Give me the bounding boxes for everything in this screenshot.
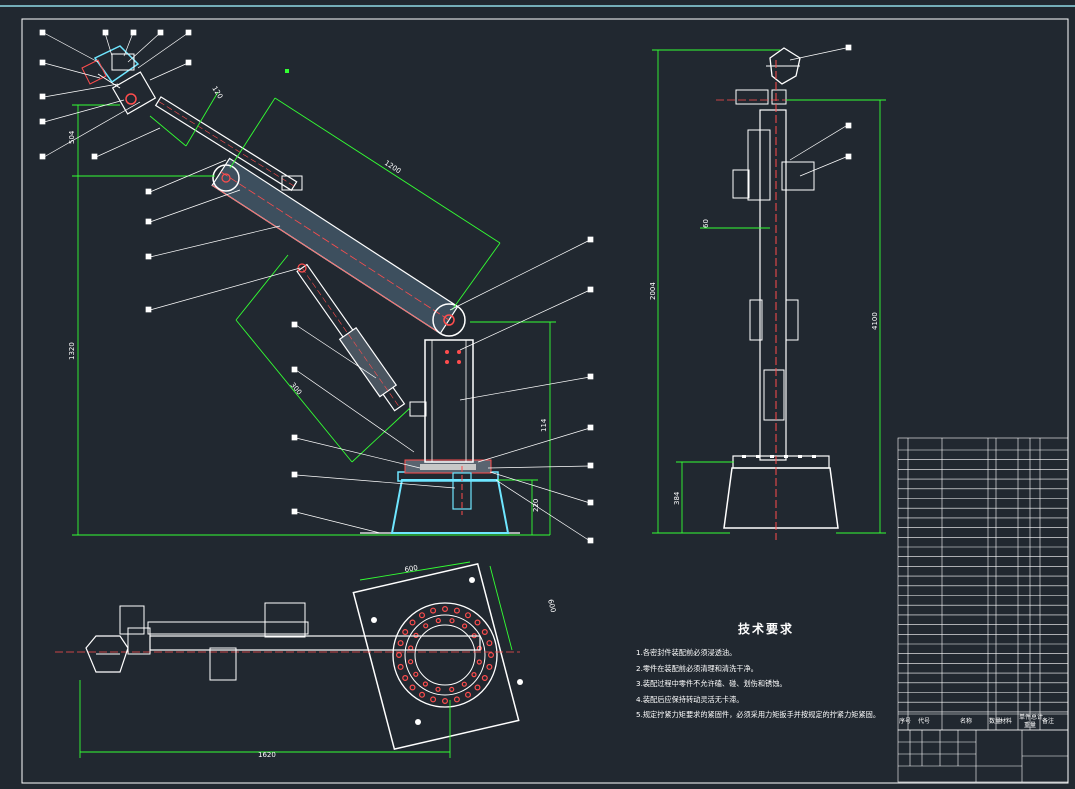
technical-requirements: 技术要求 1.各密封件装配前必须浸透油。 2.零件在装配前必须清理和清洗干净。 … [636,620,896,723]
bolt-hole [409,619,416,626]
bolt-hole [419,691,426,698]
bolt-hole [430,607,437,614]
bolt-hole [396,651,403,658]
dim-plan-w2: 600 [546,598,557,613]
bolt-hole [449,618,455,624]
bolt-hole [486,640,493,647]
requirement-2: 2.零件在装配前必须清理和清洗干净。 [636,663,758,673]
bolt-hole [402,628,409,635]
bolt-hole [474,619,481,626]
dim-side-base: 384 [673,491,681,505]
plan-base-plate [352,562,520,751]
bolt-hole [422,681,428,687]
dim-plan-w1: 600 [404,564,419,574]
bolt-hole [419,612,426,619]
bolt-hole [430,696,437,703]
bom-table [897,437,1069,731]
dim-plan-len: 1620 [258,751,276,759]
bolt-hole [435,686,441,692]
requirement-5: 5.规定拧紧力矩要求的紧固件，必须采用力矩扳手并按规定的拧紧力矩紧固。 [636,710,881,719]
bolt-hole [481,628,488,635]
bolt-hole [486,663,493,670]
requirement-3: 3.装配过程中零件不允许磕、碰、划伤和锈蚀。 [636,679,787,688]
column [424,339,474,463]
dim-upper-gap: 504 [68,130,76,144]
dim-total-height: 1320 [68,342,76,360]
title-block [897,729,1069,783]
dim-column-height: 114 [540,418,548,432]
bolt-hole [471,671,477,678]
bom-header-material: 材料 [1000,717,1012,725]
front-view: 1200 1320 504 114 220 300 120 [39,29,594,544]
bolt-hole [435,617,441,624]
plan-bearing-outer [392,602,498,708]
plan-gripper [85,635,129,673]
requirement-1: 1.各密封件装配前必须浸透油。 [636,648,737,657]
bolt-hole [476,659,482,665]
side-base [723,467,839,529]
bom-header-total: 总计 [1031,713,1043,721]
bolt-hole [413,671,419,677]
dim-base-small: 220 [532,499,540,512]
bolt-hole [397,663,404,670]
bom-header-index: 序号 [899,717,911,725]
bolt-hole [461,681,467,687]
bolt-hole [453,607,460,614]
bom-header: 序号 代号 名称 数量 材料 单件 总计 重量 备注 [899,713,1054,729]
plan-view: 1620 600 600 [55,561,557,759]
bom-header-name: 名称 [960,717,972,725]
bom-header-code: 代号 [918,717,930,725]
requirement-4: 4.装配后应保持转动灵活无卡滞。 [636,694,744,704]
bolt-hole [442,605,449,612]
bolt-hole [465,691,472,698]
bolt-hole [465,612,472,619]
bolt-hole [474,684,481,691]
technical-requirements-title: 技术要求 [737,622,794,636]
bolt-hole [481,674,488,681]
bolt-hole [402,674,409,681]
bolt-hole [453,696,460,703]
dim-side-height-right: 4100 [871,312,879,330]
bolt-hole [408,659,414,665]
drawing-frame [21,18,1069,784]
bolt-hole [423,623,429,629]
shoulder-joint [432,303,466,337]
bom-header-qty: 数量 [989,717,1001,725]
bolt-hole [409,684,416,691]
dim-side-offset: 60 [702,219,710,228]
bolt-hole [397,640,404,647]
bom-header-single: 单件 [1019,713,1031,721]
side-view: 2004 4100 384 60 [649,44,886,540]
side-gripper [769,47,801,85]
bolt-hole [462,623,468,629]
bom-header-remark: 备注 [1042,717,1054,725]
bolt-hole [449,686,455,693]
bolt-hole [488,651,495,658]
bolt-hole [442,697,449,704]
bom-header-weight: 重量 [1024,721,1036,729]
dim-side-height-left: 2004 [649,282,657,300]
